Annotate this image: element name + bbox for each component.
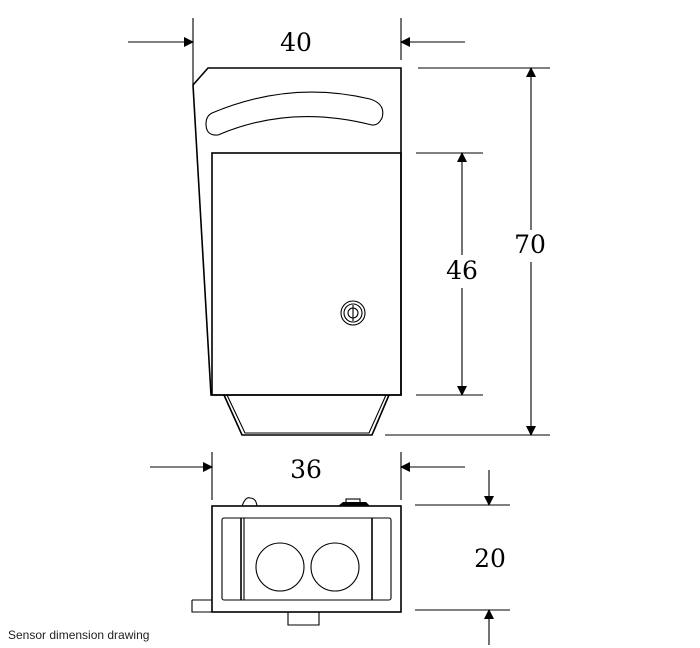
lens-cap bbox=[223, 394, 390, 436]
mount-tab-left bbox=[191, 599, 212, 613]
mount-tab-bottom bbox=[287, 612, 320, 626]
dimension-46: 46 bbox=[416, 152, 483, 396]
bottom-outline bbox=[211, 505, 402, 613]
front-panel bbox=[211, 152, 402, 396]
receiver-lens bbox=[310, 542, 360, 592]
curved-slot bbox=[205, 91, 384, 136]
front-view bbox=[192, 67, 402, 436]
adjust-knob-icon bbox=[340, 300, 366, 326]
dim-label-46: 46 bbox=[446, 256, 478, 285]
drawing-title: Sensor dimension drawing bbox=[8, 628, 150, 642]
dimension-36: 36 bbox=[150, 452, 465, 500]
lens-window bbox=[221, 517, 392, 601]
lens-cap-inner bbox=[226, 394, 387, 434]
dim-label-70: 70 bbox=[514, 230, 546, 259]
dim-label-36: 36 bbox=[290, 455, 322, 484]
dim-label-20: 20 bbox=[474, 544, 506, 573]
dimension-70: 70 bbox=[385, 67, 550, 436]
dim-label-40: 40 bbox=[280, 28, 312, 57]
emitter-lens bbox=[255, 542, 305, 592]
indicator-bump bbox=[241, 497, 258, 507]
bottom-view bbox=[191, 497, 402, 626]
dimension-40: 40 bbox=[128, 18, 465, 85]
dimension-20: 20 bbox=[415, 470, 510, 645]
